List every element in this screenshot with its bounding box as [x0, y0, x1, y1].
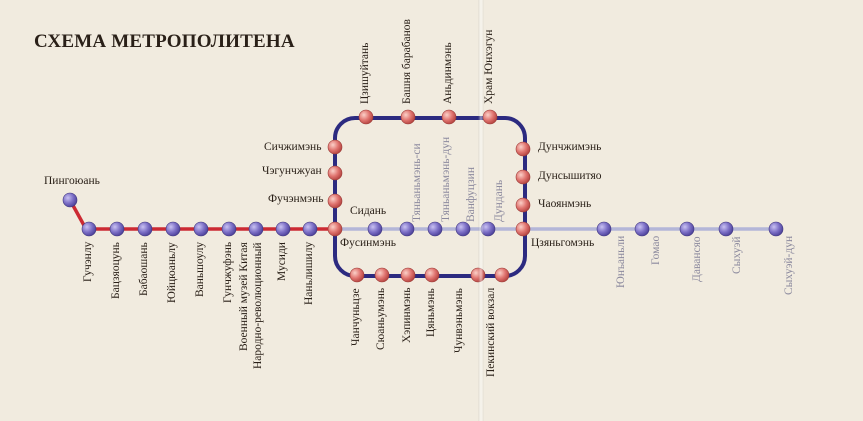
station-label-dongzhimen: Дунчжимэнь — [538, 141, 602, 153]
station-marker-line1 — [248, 221, 264, 237]
station-marker-line1 — [768, 221, 784, 237]
station-marker-line1 — [596, 221, 612, 237]
station-marker-line1 — [109, 221, 125, 237]
station-marker-loop — [482, 109, 498, 125]
station-label-tiananmen-xi: Тяньаньмэнь-си — [411, 143, 423, 222]
station-label-guomao: Гомао — [650, 235, 662, 265]
station-label-yonganli: Юнъаньли — [615, 235, 627, 288]
station-label-babaoshan: Бабаошань — [138, 242, 150, 296]
station-marker-line1 — [275, 221, 291, 237]
station-label-tiananmen-dong: Тяньаньмэнь-дун — [440, 136, 452, 222]
station-marker-line1 — [427, 221, 443, 237]
station-marker-loop — [441, 109, 457, 125]
station-marker-line1 — [193, 221, 209, 237]
station-marker-line1 — [679, 221, 695, 237]
station-marker-line1 — [634, 221, 650, 237]
station-marker-line1 — [302, 221, 318, 237]
station-marker-loop — [515, 197, 531, 213]
station-marker-loop — [400, 267, 416, 283]
station-label-military-museum: Военный музей Китая — [238, 242, 250, 351]
station-label-jianguomen: Цзяньгомэнь — [531, 237, 595, 249]
station-label-yuquanlu: Юйцюаньлу — [166, 242, 178, 303]
station-marker-line1 — [367, 221, 383, 237]
station-label-bajiaocun: Бацзяоцунь — [110, 242, 122, 299]
station-label-wanshoulu: Ваньшоулу — [194, 241, 206, 297]
station-label-fuxingmen: Фусинмэнь — [340, 237, 397, 249]
station-label-xidan: Сидань — [350, 205, 387, 217]
station-marker-loop — [374, 267, 390, 283]
station-marker-loop — [327, 139, 343, 155]
station-marker-line1 — [221, 221, 237, 237]
station-marker-loop — [515, 141, 531, 157]
station-label-chegongzhuang: Чэгунчжуан — [262, 165, 322, 177]
station-marker-loop — [327, 193, 343, 209]
station-label-dongdan: Дундань — [493, 179, 505, 222]
station-marker-line1 — [137, 221, 153, 237]
station-label-dawangxiao: Давансяо — [691, 236, 703, 282]
station-marker-loop — [327, 165, 343, 181]
station-label-sihui-dong: Сыхуэй-дун — [783, 235, 795, 295]
station-label-dongsishitiao: Дунсышитяо — [538, 170, 602, 182]
station-label-beijing-railway: Пекинский вокзал — [485, 287, 497, 377]
station-label-gucheng: Гучэнлу — [82, 241, 94, 282]
station-label-changchunjie: Чанчуньцзе — [350, 288, 362, 346]
station-label-xuanwumen: Сюаньумэнь — [375, 287, 387, 350]
station-label-yonghegong: Храм Юнхэгун — [483, 29, 495, 104]
page-fold — [478, 0, 484, 421]
station-marker-loop — [515, 169, 531, 185]
station-marker-loop — [400, 109, 416, 125]
station-label-drum-tower: Башня барабанов — [401, 19, 413, 104]
map-title: СХЕМА МЕТРОПОЛИТЕНА — [34, 31, 295, 52]
station-label-chongwenmen: Чунвэньмэнь — [453, 288, 465, 353]
station-label-gongzhufen: Гунчжуфэнь — [222, 241, 234, 303]
station-marker-line1 — [165, 221, 181, 237]
station-marker-loop — [349, 267, 365, 283]
station-label-xizhimen: Сичжимэнь — [264, 141, 322, 153]
station-label-muxidi: Мусиди — [276, 242, 288, 281]
station-marker-line1 — [455, 221, 471, 237]
station-label-wangfujing: Ванфуцзин — [465, 167, 477, 222]
station-label-andingmen: Аньдинмэнь — [442, 42, 454, 104]
station-label-jishuitan: Цзишуйтань — [359, 42, 371, 104]
station-marker-line1 — [399, 221, 415, 237]
station-marker-loop — [515, 221, 531, 237]
station-label-chaoyangmen: Чаоянмэнь — [538, 198, 592, 210]
station-marker-loop — [327, 221, 343, 237]
station-marker-line1 — [718, 221, 734, 237]
station-label-nanlishilu: Наньлишилу — [303, 241, 315, 305]
station-label-fuchengmen: Фучэнмэнь — [268, 193, 324, 205]
station-marker-line1 — [62, 192, 78, 208]
station-marker-loop — [494, 267, 510, 283]
station-label-pingguoyuan: Пингоюань — [44, 175, 100, 187]
station-marker-line1 — [81, 221, 97, 237]
station-label-hepingmen: Хэпинмэнь — [401, 287, 413, 343]
station-marker-loop — [358, 109, 374, 125]
station-label-qianmen: Цяньмэнь — [425, 288, 437, 337]
station-label-sihui: Сыхуэй — [731, 236, 743, 274]
station-label-people-revolutionary: Народно-революционный — [252, 242, 264, 369]
station-marker-loop — [424, 267, 440, 283]
